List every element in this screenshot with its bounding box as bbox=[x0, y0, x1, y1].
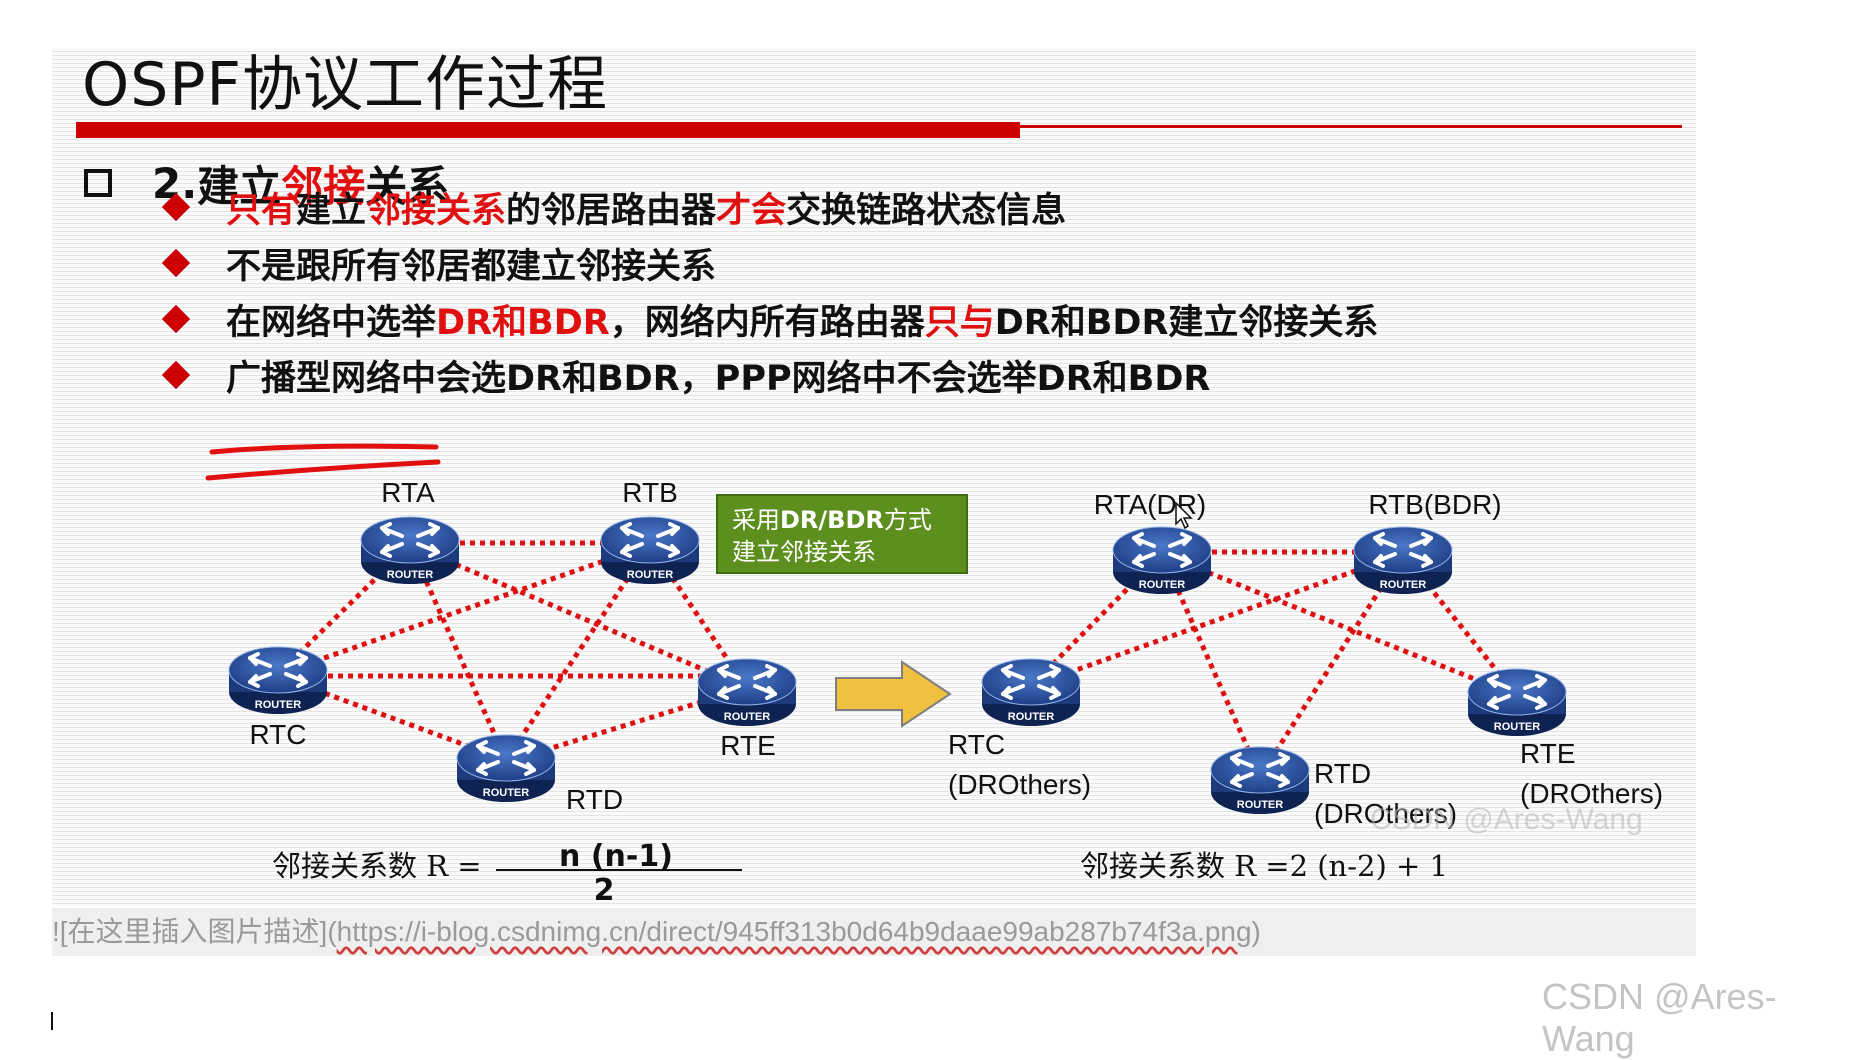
markdown-url[interactable]: https://i-blog.csdnimg.cn/direct/945ff31… bbox=[336, 916, 1252, 947]
label-rte-right: RTE bbox=[1520, 738, 1576, 769]
text-cursor bbox=[51, 1012, 53, 1030]
heading-pre: 建立 bbox=[197, 161, 282, 211]
router-badge: ROUTER bbox=[483, 787, 530, 799]
title-underline-thick bbox=[76, 122, 1020, 138]
router-badge: ROUTER bbox=[1494, 721, 1541, 733]
router-badge: ROUTER bbox=[627, 569, 674, 581]
router-icon: ROUTER bbox=[1466, 667, 1568, 738]
router-badge: ROUTER bbox=[1139, 579, 1186, 591]
bullet-3-seg-4: DR和BDR建立邻接关系 bbox=[994, 302, 1379, 343]
network-diagram: ROUTER ROUTER ROUTER ROUTER ROUTER RTA R… bbox=[205, 443, 1663, 908]
router-badge: ROUTER bbox=[387, 569, 434, 581]
bullet-3-seg-2: ，网络内所有路由器 bbox=[609, 302, 925, 343]
inner-watermark: CSDN @Ares-Wang bbox=[1370, 803, 1643, 836]
heading-post: 关系 bbox=[365, 161, 450, 211]
label-rtd-right: RTD bbox=[1314, 758, 1371, 789]
checkbox-bullet-icon bbox=[84, 169, 112, 197]
router-badge: ROUTER bbox=[255, 699, 302, 711]
markdown-image-line[interactable]: ![在这里插入图片描述](https://i-blog.csdnimg.cn/d… bbox=[52, 908, 1696, 956]
bullet-1-seg-3: 的邻居路由器 bbox=[506, 190, 717, 231]
router-badge: ROUTER bbox=[724, 711, 771, 723]
router-icon: ROUTER bbox=[227, 645, 329, 716]
router-icon: ROUTER bbox=[455, 733, 557, 804]
dr-box-line1-bold: DR/BDR bbox=[780, 506, 884, 534]
markdown-prefix: ![在这里插入图片描述]( bbox=[52, 916, 337, 947]
bullet-4: 广播型网络中会选DR和BDR，PPP网络中不会选举DR和BDR bbox=[160, 350, 1210, 400]
label-rtb: RTB bbox=[622, 477, 678, 508]
slide-title: OSPF协议工作过程 bbox=[82, 50, 609, 120]
router-icon: ROUTER bbox=[1209, 745, 1311, 816]
router-icon: ROUTER bbox=[1111, 525, 1213, 596]
bullet-1-seg-2: 邻接关系 bbox=[366, 190, 507, 231]
label-rtc: RTC bbox=[249, 719, 306, 750]
formula-right: 邻接关系数 R =2 (n-2) + 1 bbox=[1080, 849, 1448, 883]
label-rte: RTE bbox=[720, 730, 776, 761]
router-badge: ROUTER bbox=[1380, 579, 1427, 591]
bullet-2: 不是跟所有邻居都建立邻接关系 bbox=[160, 238, 716, 288]
label-rtc-right: RTC bbox=[948, 729, 1005, 760]
bullet-1: 只有 建立 邻接关系 的邻居路由器 才会 交换链路状态信息 bbox=[160, 182, 1066, 232]
label-rtd-role: (DROthers) bbox=[1314, 798, 1457, 829]
right-links bbox=[1029, 549, 1519, 778]
formula-left-numerator: n (n-1) bbox=[559, 839, 673, 874]
router-badge: ROUTER bbox=[1008, 711, 1055, 723]
bullet-2-seg-0: 不是跟所有邻居都建立邻接关系 bbox=[226, 246, 717, 287]
mouse-pointer-icon bbox=[1175, 501, 1193, 530]
router-icon: ROUTER bbox=[980, 657, 1082, 728]
bullet-3-seg-0: 在网络中选举 bbox=[226, 302, 437, 343]
dr-bdr-method-box: 采用DR/BDR方式 建立邻接关系 bbox=[716, 494, 968, 574]
bullet-1-seg-1: 建立 bbox=[296, 190, 367, 231]
formula-left-denominator: 2 bbox=[594, 873, 615, 908]
arrow-right-icon bbox=[835, 660, 952, 728]
label-rtc-role: (DROthers) bbox=[948, 769, 1091, 800]
label-rte-role: (DROthers) bbox=[1520, 778, 1663, 809]
router-icon: ROUTER bbox=[1352, 525, 1454, 596]
heading-red: 邻接 bbox=[281, 161, 366, 211]
dr-box-line1-post: 方式 bbox=[883, 506, 932, 534]
bullet-3-seg-3: 只与 bbox=[924, 302, 995, 343]
bullet-1-seg-4: 才会 bbox=[716, 190, 787, 231]
hand-drawn-underline bbox=[205, 443, 441, 481]
router-icon: ROUTER bbox=[599, 515, 701, 586]
router-icon: ROUTER bbox=[696, 657, 798, 728]
bullet-4-seg-0: 广播型网络中会选DR和BDR，PPP网络中不会选举DR和BDR bbox=[226, 358, 1211, 399]
dr-box-line2: 建立邻接关系 bbox=[732, 538, 876, 566]
bullet-1-seg-5: 交换链路状态信息 bbox=[786, 190, 1067, 231]
dr-box-line1-pre: 采用 bbox=[732, 506, 780, 534]
slide: OSPF协议工作过程 2. 建立 邻接 关系 只有 建立 邻接关系 的邻居路由器… bbox=[52, 48, 1696, 906]
label-rtd: RTD bbox=[566, 784, 623, 815]
dr-box-line1: 采用DR/BDR方式 bbox=[732, 504, 952, 536]
outer-watermark: CSDN @Ares-Wang bbox=[1542, 976, 1777, 1059]
markdown-suffix: ) bbox=[1251, 916, 1261, 947]
bullet-1-seg-0: 只有 bbox=[226, 190, 297, 231]
bullet-3: 在网络中选举 DR和BDR ，网络内所有路由器 只与 DR和BDR建立邻接关系 bbox=[160, 294, 1378, 344]
bullet-3-seg-1: DR和BDR bbox=[436, 302, 610, 343]
label-rtb-bdr: RTB(BDR) bbox=[1368, 489, 1501, 520]
label-rta: RTA bbox=[381, 477, 435, 508]
router-badge: ROUTER bbox=[1237, 799, 1284, 811]
title-underline-thin bbox=[1020, 125, 1682, 128]
formula-left-label: 邻接关系数 R = bbox=[272, 849, 482, 883]
router-icon: ROUTER bbox=[359, 515, 461, 586]
section-heading: 2. 建立 邻接 关系 bbox=[84, 158, 449, 211]
